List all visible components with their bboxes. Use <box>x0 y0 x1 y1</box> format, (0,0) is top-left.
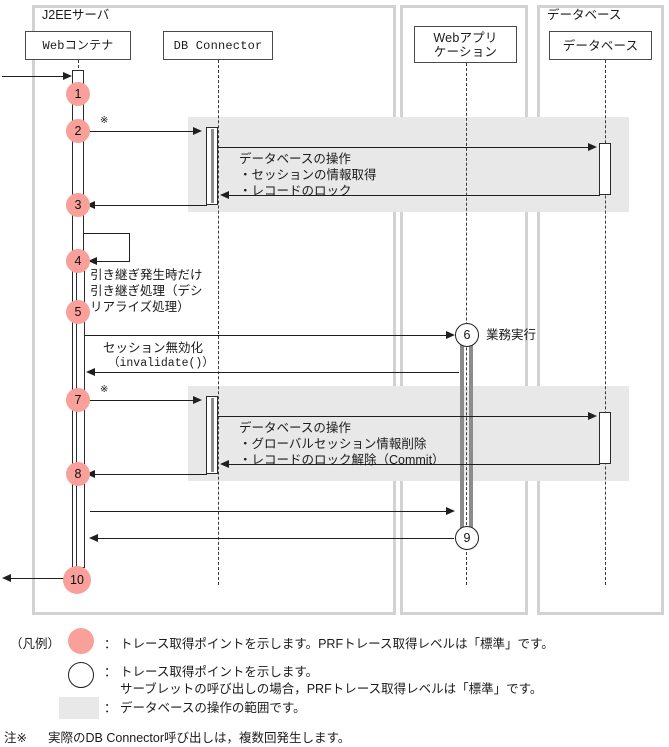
message-self-loop-arrowhead <box>88 256 97 265</box>
trace-point-5[interactable]: 5 <box>66 300 90 324</box>
trace-point-4[interactable]: 4 <box>66 249 90 273</box>
legend-gray-rect-swatch <box>59 697 99 719</box>
message-db-connector-to-8-arrowhead <box>86 469 95 478</box>
message-8-to-web-application-arrowhead <box>446 506 455 515</box>
trace-point-8[interactable]: 8 <box>66 462 90 486</box>
message-database-to-db-connector-1 <box>229 195 600 196</box>
participant-database: データベース <box>549 31 652 60</box>
message-db-connector-to-3 <box>95 205 207 206</box>
legend-hollow-circle-swatch <box>68 662 94 688</box>
frame-database <box>537 5 664 615</box>
frame-web-application <box>400 5 528 615</box>
frame-j2ee-server <box>32 5 396 615</box>
db-operation-band-2 <box>188 386 629 481</box>
footnote-label: 注※ <box>4 731 27 745</box>
message-db-connector-to-8 <box>95 474 207 475</box>
legend-row-1-text: ： トレース取得ポイントを示します。 サーブレットの呼び出しの場合，PRFトレー… <box>104 665 543 696</box>
message-7-to-db-connector <box>84 400 193 401</box>
message-outbound-response <box>11 578 73 579</box>
message-db-connector-to-database-2 <box>218 416 588 417</box>
trace-point-1[interactable]: 1 <box>66 82 90 106</box>
frame-database-title: データベース <box>547 8 622 22</box>
activation-database-1 <box>599 143 611 195</box>
trace-point-10[interactable]: 10 <box>63 566 91 594</box>
label-db-operation-2-title: データベースの操作 <box>239 421 351 435</box>
message-2-arrowhead <box>193 126 202 135</box>
note-mark-2: ※ <box>100 384 109 395</box>
message-db-connector-to-database-1-arrowhead <box>588 142 597 151</box>
message-5-to-web-application-arrowhead <box>446 330 455 339</box>
frame-j2ee-server-title: J2EEサーバ <box>42 8 110 22</box>
lifeline-database <box>605 60 606 585</box>
label-db-operation-2-items: ・グローバルセッション情報削除 ・レコードのロック解除（Commit） <box>239 437 445 467</box>
trace-point-2[interactable]: 2 <box>66 119 90 143</box>
message-db-connector-to-3-arrowhead <box>86 200 95 209</box>
message-9-return-arrowhead <box>89 533 98 542</box>
participant-db-connector: DB Connector <box>163 31 273 60</box>
trace-point-3[interactable]: 3 <box>66 193 90 217</box>
message-session-invalidate <box>95 372 459 373</box>
trace-point-9[interactable]: 9 <box>455 526 479 550</box>
legend-row-0-text: ： トレース取得ポイントを示します。PRFトレース取得レベルは「標準」です。 <box>104 637 554 651</box>
label-business-execution: 業務実行 <box>486 328 537 342</box>
participant-web-application-line1: Webアプリケーション <box>433 30 498 59</box>
trace-point-6[interactable]: 6 <box>455 323 479 347</box>
label-session-invalidate-2: （invalidate()） <box>108 357 214 370</box>
db-operation-band-1 <box>188 117 629 212</box>
message-db-connector-to-database-2-arrowhead <box>588 411 597 420</box>
message-8-to-web-application <box>90 511 450 512</box>
message-7-arrowhead <box>193 395 202 404</box>
trace-point-7[interactable]: 7 <box>66 388 90 412</box>
activation-db-connector-1-shadow <box>211 129 214 203</box>
note-mark-1: ※ <box>100 115 109 126</box>
activation-db-connector-2-shadow <box>211 398 214 472</box>
message-database-to-db-connector-2-arrowhead <box>220 459 229 468</box>
message-outbound-response-arrowhead <box>2 573 11 582</box>
message-database-to-db-connector-1-arrowhead <box>220 190 229 199</box>
legend-row-2-text: ： データベースの操作の範囲です。 <box>104 701 306 715</box>
message-2-to-db-connector <box>84 131 193 132</box>
label-db-operation-1-items: ・セッションの情報取得 ・レコードのロック <box>239 168 377 198</box>
message-session-invalidate-arrowhead <box>86 367 95 376</box>
message-9-return <box>98 538 454 539</box>
message-inbound-request-arrowhead <box>63 71 72 80</box>
activation-database-2 <box>599 412 611 464</box>
label-db-operation-1-title: データベースの操作 <box>239 152 351 166</box>
label-takeover-processing: 引き継ぎ発生時だけ 引き継ぎ処理（デシ リアライズ処理） <box>90 268 203 314</box>
legend-filled-circle-swatch <box>68 628 94 654</box>
message-self-loop-top <box>84 233 130 234</box>
message-self-loop-bottom <box>97 261 130 262</box>
participant-web-application: Webアプリケーション <box>414 26 517 63</box>
message-database-to-db-connector-2 <box>229 464 600 465</box>
activation-web-application-left <box>460 335 464 540</box>
participant-web-container: Webコンテナ <box>25 31 131 60</box>
message-inbound-request <box>2 76 65 77</box>
message-self-loop-side <box>129 233 130 261</box>
lifeline-db-connector <box>218 60 219 585</box>
message-db-connector-to-database-1 <box>218 147 588 148</box>
label-session-invalidate-1: セッション無効化 <box>103 341 204 355</box>
footnote-text: 実際のDB Connector呼び出しは，複数回発生します。 <box>48 731 351 745</box>
legend-heading: （凡例） <box>10 637 61 651</box>
activation-web-application-right <box>469 335 473 540</box>
message-5-to-web-application <box>84 335 450 336</box>
